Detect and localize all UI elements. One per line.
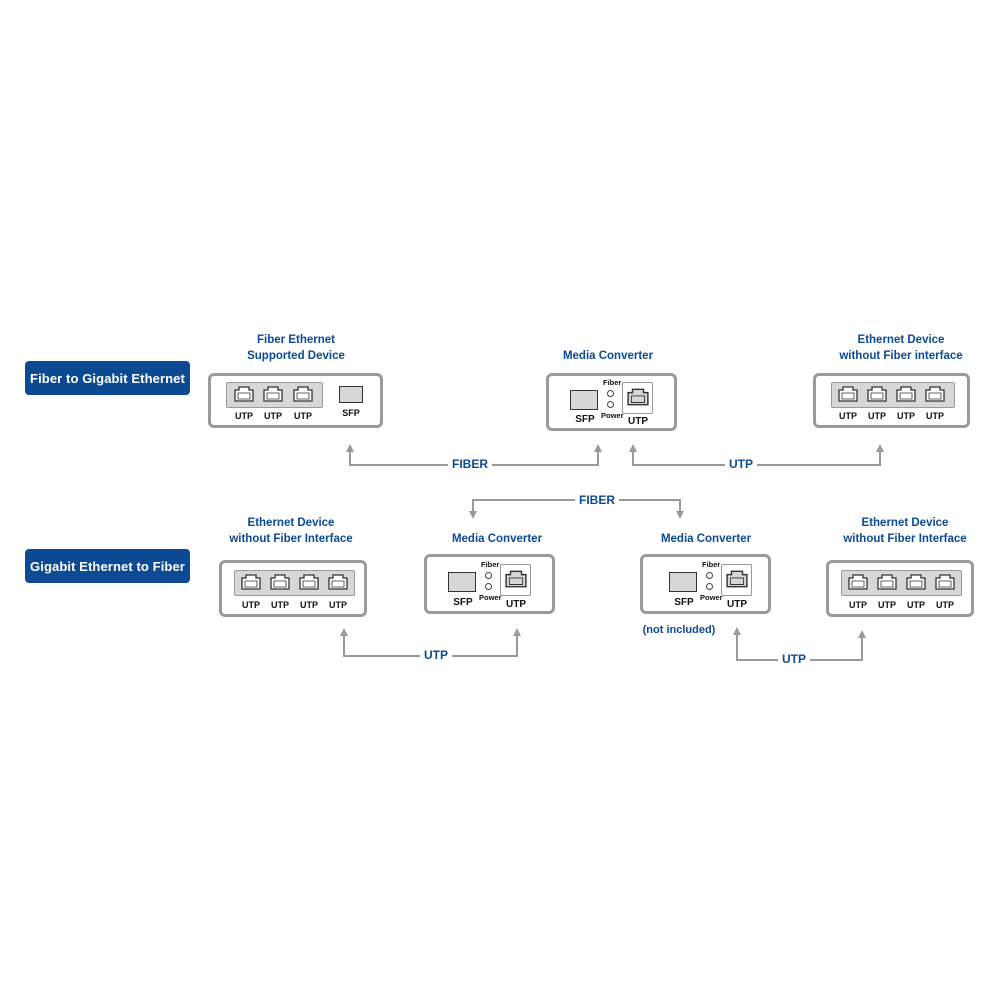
port-label: UTP: [907, 600, 925, 610]
sfp-port: [448, 572, 476, 592]
device-title-media-converter: Media Converter: [660, 533, 752, 545]
sfp-port: [339, 386, 363, 403]
sfp-label: SFP: [575, 414, 595, 425]
device-title-media-converter: Media Converter: [451, 533, 543, 545]
ethernet-device-bottom-right: UTP UTP UTP UTP: [826, 560, 974, 617]
ethernet-port-icon: [270, 574, 290, 590]
port-label: UTP: [271, 600, 289, 610]
media-converter-bottom-left: SFP Fiber Power UTP: [424, 554, 555, 614]
ethernet-port-icon: [726, 570, 748, 588]
utp-label: UTP: [727, 599, 747, 610]
ethernet-port-icon: [328, 574, 348, 590]
ethernet-port-icon: [935, 574, 955, 590]
power-led: [706, 583, 713, 590]
sfp-port: [669, 572, 697, 592]
ethernet-port-icon: [906, 574, 926, 590]
port-label: UTP: [926, 411, 944, 421]
fiber-label-middle: FIBER: [575, 493, 619, 507]
power-led-label: Power: [601, 411, 624, 420]
ethernet-port-icon: [877, 574, 897, 590]
port-label: UTP: [839, 411, 857, 421]
sfp-label: SFP: [674, 597, 694, 608]
ethernet-port-icon: [234, 386, 254, 402]
port-label: UTP: [235, 411, 253, 421]
fiber-led-label: Fiber: [603, 378, 622, 387]
ethernet-port-icon: [263, 386, 283, 402]
ethernet-port-icon: [838, 386, 858, 402]
fiber-led-label: Fiber: [481, 560, 500, 569]
ethernet-port-icon: [867, 386, 887, 402]
power-led-label: Power: [479, 593, 502, 602]
device-title-media-converter: Media Converter: [562, 350, 654, 362]
power-led: [485, 583, 492, 590]
port-label: UTP: [878, 600, 896, 610]
ethernet-port-icon: [848, 574, 868, 590]
sfp-port: [570, 390, 598, 410]
media-converter-top: SFP Fiber Power UTP: [546, 373, 677, 431]
utp-label-bottom-right: UTP: [778, 652, 810, 666]
ethernet-device-bottom-left: UTP UTP UTP UTP: [219, 560, 367, 617]
port-label: UTP: [936, 600, 954, 610]
media-converter-bottom-right: SFP Fiber Power UTP: [640, 554, 771, 614]
ethernet-port-icon: [293, 386, 313, 402]
port-label: UTP: [868, 411, 886, 421]
power-led: [607, 401, 614, 408]
ethernet-port-icon: [505, 570, 527, 588]
fiber-led: [607, 390, 614, 397]
fiber-label-top: FIBER: [448, 457, 492, 471]
fiber-led-label: Fiber: [702, 560, 721, 569]
fiber-ethernet-device: UTP UTP UTP SFP: [208, 373, 383, 428]
not-included-note: (not included): [642, 624, 716, 636]
port-label: UTP: [300, 600, 318, 610]
ethernet-device-top: UTP UTP UTP UTP: [813, 373, 970, 428]
port-label: UTP: [294, 411, 312, 421]
ethernet-port-icon: [925, 386, 945, 402]
ethernet-port-icon: [627, 388, 649, 406]
utp-label-top: UTP: [725, 457, 757, 471]
utp-label: UTP: [628, 416, 648, 427]
utp-label: UTP: [506, 599, 526, 610]
port-label: UTP: [242, 600, 260, 610]
fiber-led: [485, 572, 492, 579]
sfp-label: SFP: [342, 408, 360, 418]
power-led-label: Power: [700, 593, 723, 602]
port-label: UTP: [329, 600, 347, 610]
row-badge-fiber-to-ethernet: Fiber to Gigabit Ethernet: [25, 361, 190, 395]
sfp-label: SFP: [453, 597, 473, 608]
ethernet-port-icon: [896, 386, 916, 402]
port-label: UTP: [264, 411, 282, 421]
port-label: UTP: [849, 600, 867, 610]
fiber-led: [706, 572, 713, 579]
row-badge-ethernet-to-fiber: Gigabit Ethernet to Fiber: [25, 549, 190, 583]
port-label: UTP: [897, 411, 915, 421]
utp-label-bottom-left: UTP: [420, 648, 452, 662]
ethernet-port-icon: [299, 574, 319, 590]
ethernet-port-icon: [241, 574, 261, 590]
